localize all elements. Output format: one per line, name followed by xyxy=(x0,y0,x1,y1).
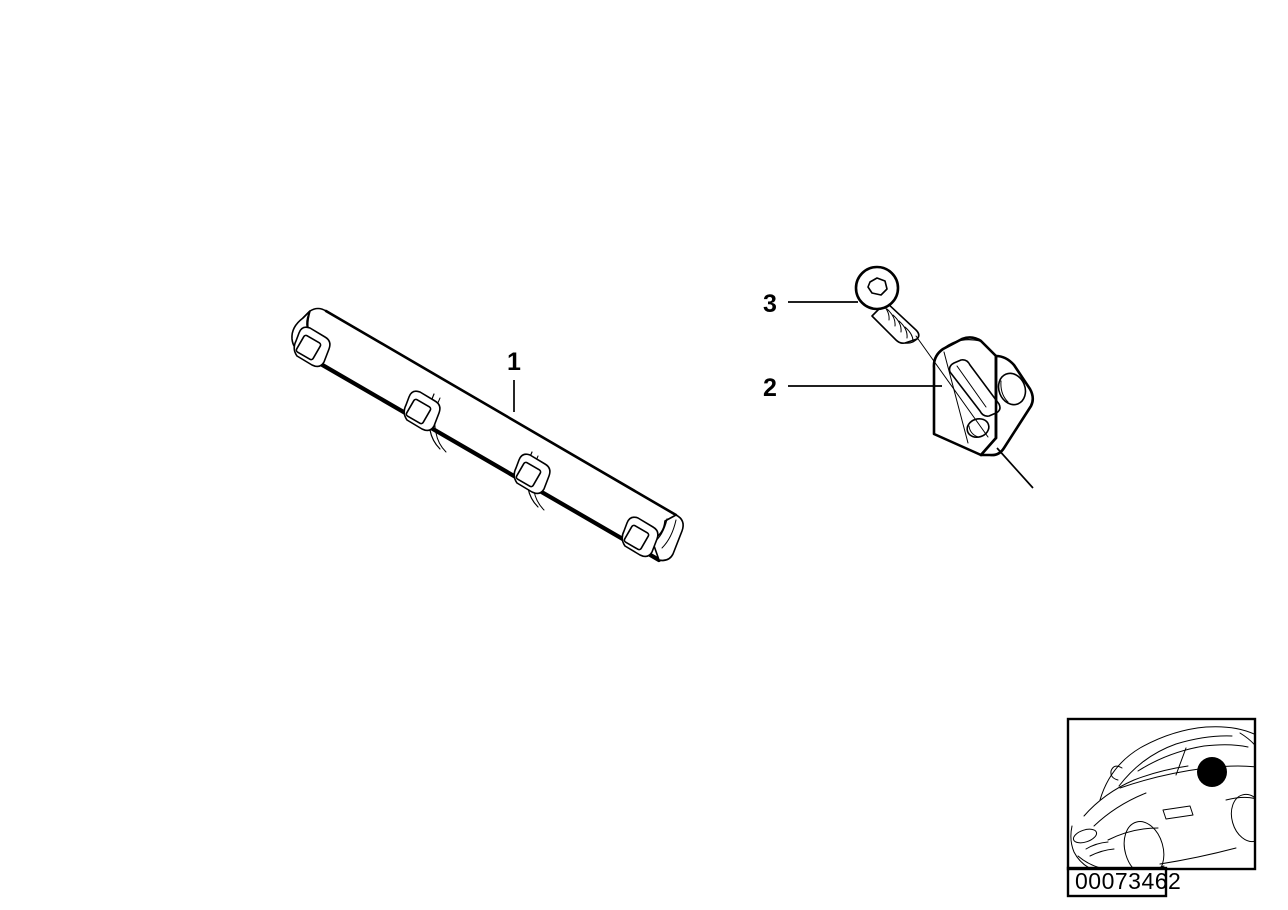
airbag-mounting-tab-2 xyxy=(403,390,441,432)
callout-2-label: 2 xyxy=(763,374,777,402)
bracket-centerline-b xyxy=(943,351,969,444)
bracket-bolt-hole-depth xyxy=(1000,380,1009,403)
airbag-right-end-cap xyxy=(651,514,684,562)
airbag-mounting-tab-4 xyxy=(621,516,659,558)
callout-1-label: 1 xyxy=(507,348,521,376)
screw-tip xyxy=(904,337,919,344)
bracket-top-lug-edge xyxy=(942,339,982,350)
part-number-border xyxy=(1066,866,1168,898)
screw-thread-3 xyxy=(892,314,902,333)
callout-3-label: 3 xyxy=(763,290,777,318)
screw-thread-5 xyxy=(904,326,914,342)
screw-thread-2 xyxy=(886,308,896,327)
airbag-mounting-tab-3 xyxy=(513,453,551,495)
airbag-body xyxy=(293,307,683,562)
diagram-part-number: 00073462 xyxy=(1066,866,1181,898)
bracket-rib-centerline xyxy=(956,365,987,408)
screw-thread-4 xyxy=(898,320,908,339)
part-head-airbag-module[interactable]: 1 xyxy=(291,307,684,563)
airbag-mounting-tab-1 xyxy=(293,326,331,368)
bracket-small-hole-depth xyxy=(968,425,979,438)
bracket-centerline-a xyxy=(915,335,989,438)
vehicle-thumbnail-border xyxy=(1066,717,1257,871)
airbag-front-edge xyxy=(297,349,662,563)
part-mounting-bracket[interactable]: 2 xyxy=(763,335,1035,489)
vehicle-location-diagram[interactable] xyxy=(1066,717,1272,881)
location-marker-dot xyxy=(1197,757,1227,787)
screw-torx-socket xyxy=(867,277,888,296)
vehicle-outline xyxy=(1070,726,1254,868)
part-number-value: 00073462 xyxy=(1075,868,1181,894)
bracket-bottom-pointer xyxy=(996,447,1034,489)
airbag-right-cap-seam-2 xyxy=(661,519,677,549)
part-torx-screw[interactable]: 3 xyxy=(763,265,920,344)
airbag-top-edge xyxy=(324,309,678,517)
bracket-bolt-hole xyxy=(997,372,1027,406)
